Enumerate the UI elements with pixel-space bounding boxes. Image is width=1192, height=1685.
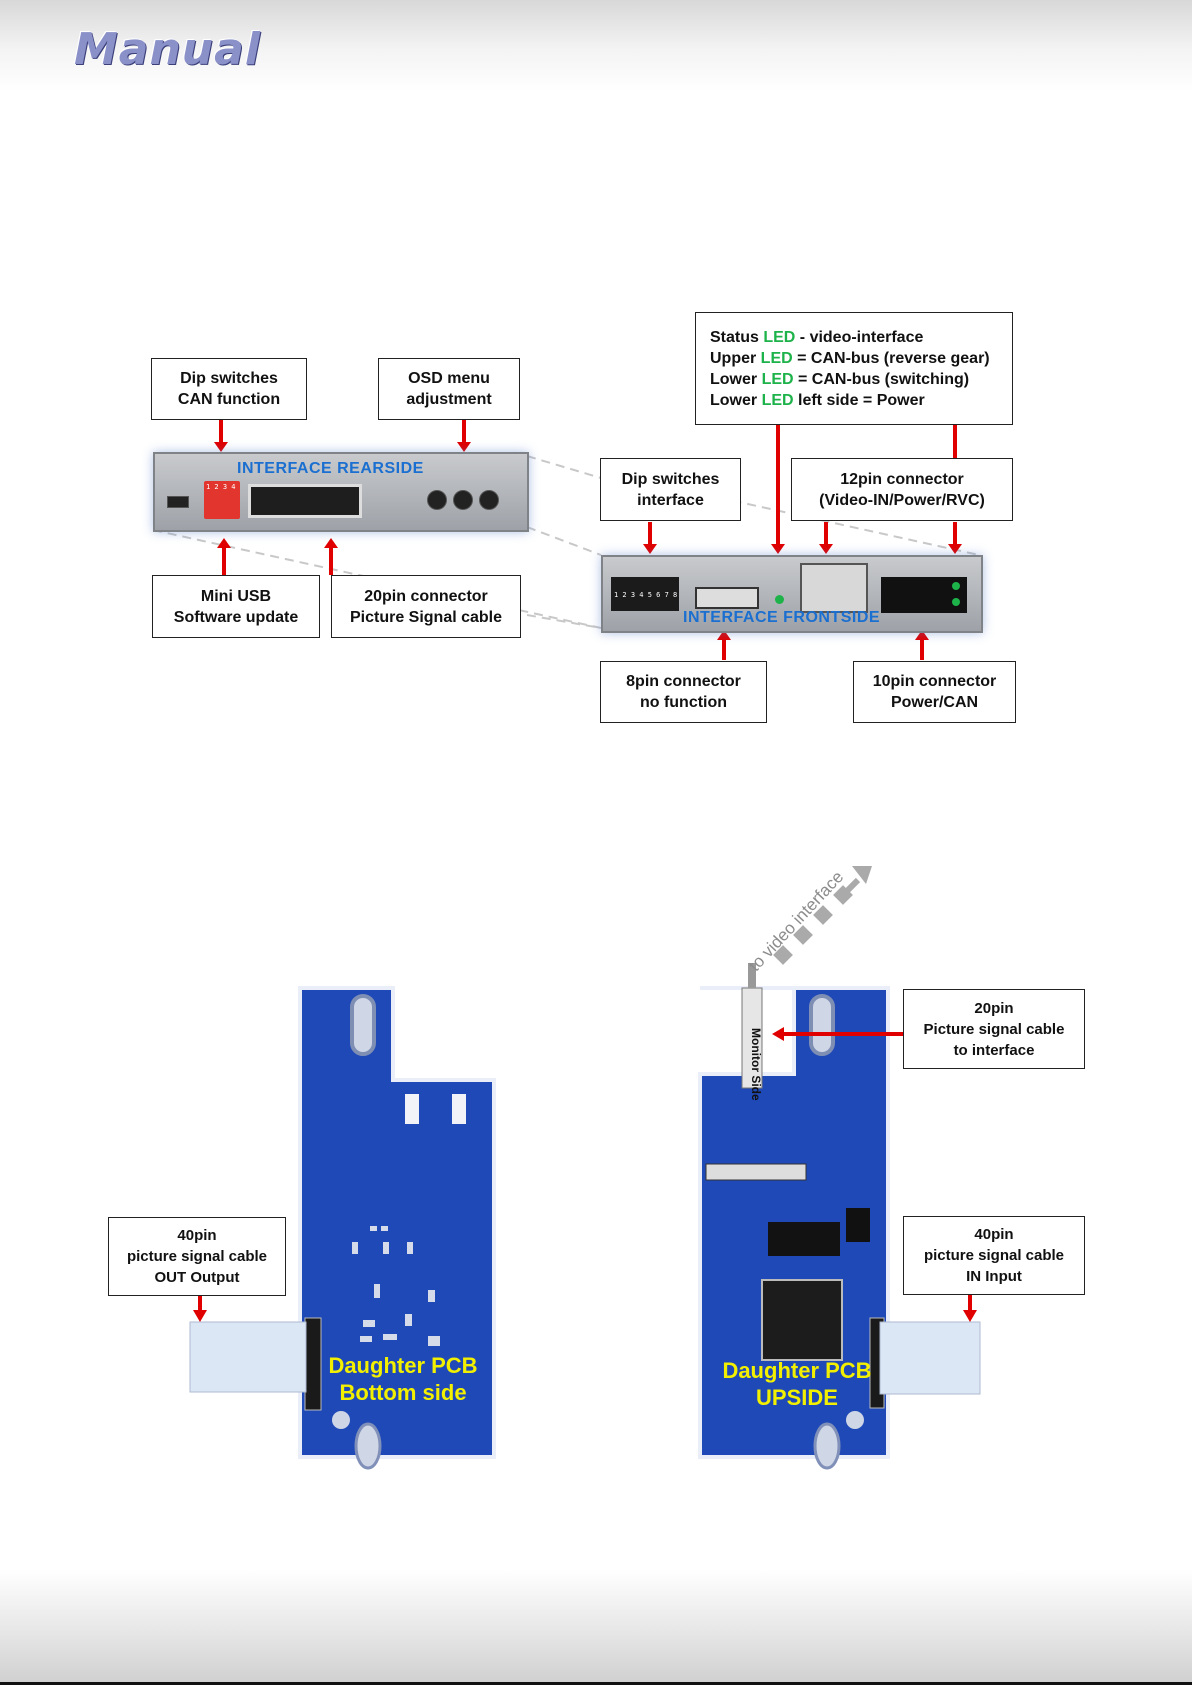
callout-line: picture signal cable	[126, 1248, 268, 1265]
callout-line: OUT Output	[154, 1269, 240, 1286]
callout-line: interface	[637, 491, 704, 509]
text: Lower	[710, 391, 762, 409]
callout-line: Power/CAN	[890, 694, 979, 711]
callout-osd-menu: OSD menu adjustment	[378, 358, 520, 420]
callout-mini-usb: Mini USB Software update	[152, 575, 320, 638]
status-led	[775, 595, 784, 604]
front-dip-markings: 1 2 3 4 5 6 7 8	[614, 591, 678, 599]
callout-10pin-connector: 10pin connector Power/CAN	[853, 661, 1016, 723]
callout-line: CAN function	[177, 391, 281, 408]
power-led-upper	[952, 582, 960, 590]
page-header: Manual	[0, 0, 1192, 92]
callout-line: Software update	[173, 608, 299, 626]
callout-line: to interface	[953, 1041, 1035, 1059]
text: - video-interface	[795, 328, 924, 346]
10pin-port	[881, 577, 967, 613]
callout-line: Dip switches	[180, 370, 278, 387]
callout-line: 8pin connector	[626, 673, 741, 690]
callout-line: 12pin connector	[840, 470, 964, 488]
power-led-lower	[952, 598, 960, 606]
callout-line: 40pin	[974, 1226, 1014, 1243]
20pin-port	[248, 484, 362, 518]
pcb-text-line: UPSIDE	[756, 1385, 838, 1410]
rear-dip-markings: 1 2 3 4	[206, 483, 236, 491]
monitor-side-label: Monitor Side	[749, 1028, 763, 1101]
callout-line: Dip switches	[621, 470, 720, 488]
callout-status-led: Status LED - video-interface Upper LED =…	[695, 312, 1013, 425]
text: left side = Power	[793, 391, 925, 409]
callout-40pin-in: 40pin picture signal cable IN Input	[903, 1216, 1085, 1295]
front-panel-label: INTERFACE FRONTSIDE	[683, 609, 881, 626]
footer-rule	[0, 1682, 1192, 1685]
brand-logo: Manual	[74, 24, 261, 75]
interface-front-panel: 1 2 3 4 5 6 7 8 INTERFACE FRONTSIDE	[601, 555, 983, 633]
callout-line: 40pin	[177, 1227, 217, 1244]
pcb-text-line: Daughter PCB	[328, 1353, 478, 1378]
callout-12pin-connector: 12pin connector (Video-IN/Power/RVC)	[791, 458, 1013, 521]
osd-button-1	[427, 490, 447, 510]
text: = CAN-bus (switching)	[793, 370, 970, 388]
status-led-line-3: Lower LED = CAN-bus (switching)	[710, 369, 969, 390]
front-dip-switch: 1 2 3 4 5 6 7 8	[611, 577, 679, 611]
text: Lower	[710, 370, 762, 388]
callout-20pin-connector: 20pin connector Picture Signal cable	[331, 575, 521, 638]
text: Status	[710, 328, 764, 346]
callout-line: picture signal cable	[923, 1247, 1065, 1264]
callout-line: OSD menu	[408, 370, 490, 387]
pcb-text-line: Daughter PCB	[722, 1358, 872, 1383]
callout-20pin-picture-signal: 20pin Picture signal cable to interface	[903, 989, 1085, 1069]
callout-8pin-connector: 8pin connector no function	[600, 661, 767, 723]
led-word: LED	[763, 328, 796, 346]
callout-dip-switches-can: Dip switches CAN function	[151, 358, 307, 420]
callout-line: 20pin	[974, 999, 1014, 1017]
text: Upper	[710, 349, 761, 367]
callout-line: no function	[639, 694, 728, 711]
callout-line: 20pin connector	[364, 587, 488, 605]
pcb-bottom-side-label: Daughter PCB Bottom side	[318, 1352, 488, 1406]
pcb-text-line: Bottom side	[339, 1380, 467, 1405]
12pin-port	[800, 563, 868, 613]
pcb-upside-label: Daughter PCB UPSIDE	[712, 1357, 882, 1411]
callout-line: 10pin connector	[872, 673, 997, 690]
callout-40pin-out: 40pin picture signal cable OUT Output	[108, 1217, 286, 1296]
rear-dip-switch: 1 2 3 4	[204, 481, 240, 519]
callout-line: IN Input	[966, 1268, 1022, 1285]
callout-line: Picture signal cable	[923, 1020, 1065, 1038]
status-led-line-4: Lower LED left side = Power	[710, 390, 925, 411]
callout-line: adjustment	[406, 391, 492, 408]
rear-panel-label: INTERFACE REARSIDE	[237, 460, 424, 477]
text: = CAN-bus (reverse gear)	[792, 349, 990, 367]
interface-rear-panel: INTERFACE REARSIDE 1 2 3 4	[153, 452, 529, 532]
led-word: LED	[760, 349, 793, 367]
callout-line: Mini USB	[200, 587, 272, 605]
page-footer	[0, 1570, 1192, 1685]
led-word: LED	[761, 370, 794, 388]
led-word: LED	[761, 391, 794, 409]
callout-dip-switches-interface: Dip switches interface	[600, 458, 741, 521]
callout-line: Picture Signal cable	[349, 608, 503, 626]
osd-button-3	[479, 490, 499, 510]
callout-line: (Video-IN/Power/RVC)	[819, 491, 985, 509]
status-led-line-1: Status LED - video-interface	[710, 327, 923, 348]
osd-button-2	[453, 490, 473, 510]
8pin-port	[695, 587, 759, 609]
mini-usb-port	[167, 496, 189, 508]
status-led-line-2: Upper LED = CAN-bus (reverse gear)	[710, 348, 990, 369]
